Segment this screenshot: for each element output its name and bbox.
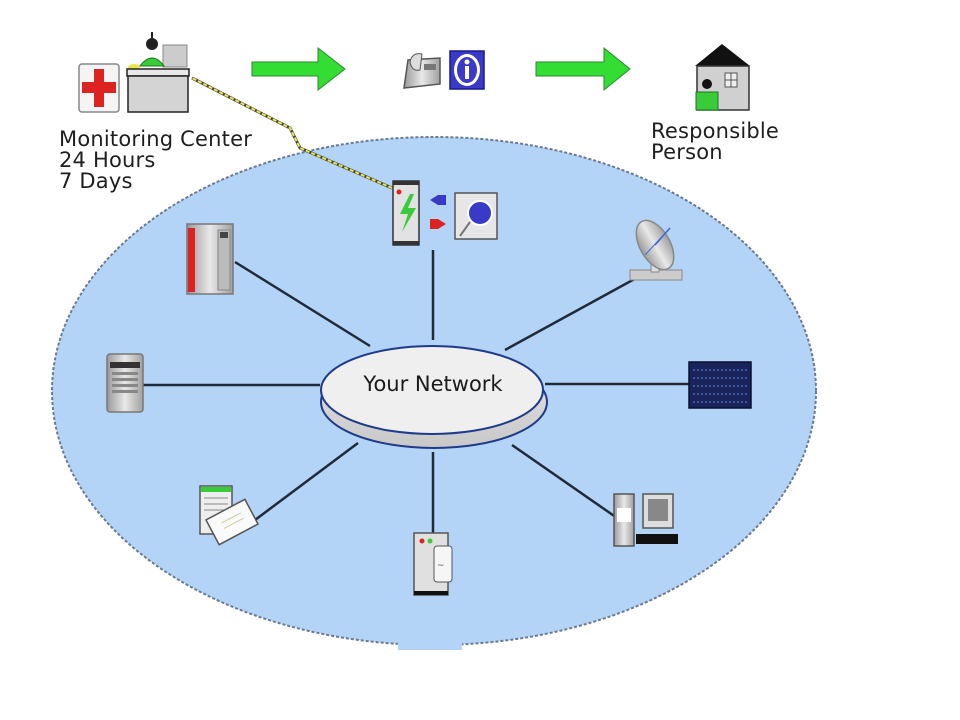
svg-text:~: ~: [437, 561, 445, 571]
mail-server-icon: [199, 485, 260, 546]
telephone-icon: [403, 53, 441, 89]
network-links: [143, 250, 690, 535]
arrow-right-icon: [251, 46, 346, 92]
info-icon: [449, 50, 485, 90]
first-aid-cross-icon: [78, 63, 120, 113]
fax-server-icon: ~: [413, 532, 453, 596]
network-switch-icon: [688, 361, 752, 409]
monitoring-center-label: Monitoring Center 24 Hours 7 Days: [59, 129, 252, 192]
satellite-dish-icon: [629, 219, 683, 281]
server-tower-icon: [106, 353, 144, 413]
link-mail-server: [254, 441, 359, 522]
responsible-person-line-1: Responsible: [651, 119, 780, 143]
alert-link: [191, 76, 393, 190]
hub-label: Your Network: [363, 372, 503, 396]
mainframe-icon: [186, 223, 234, 295]
monitoring-agent-icon: [392, 180, 498, 246]
responsible-person-line-2: Person: [651, 140, 723, 164]
operator-desk-icon: [126, 32, 190, 113]
link-satellite: [504, 274, 641, 352]
monitoring-center-line-1: Monitoring Center: [59, 127, 253, 151]
link-mainframe: [234, 260, 371, 348]
link-workstation: [511, 443, 621, 522]
arrow-right-icon: [535, 46, 631, 92]
monitoring-center-line-3: 7 Days: [59, 169, 133, 193]
workstation-icon: [613, 493, 678, 547]
house-person-icon: [695, 44, 750, 111]
network-area-tab: [398, 643, 462, 650]
monitoring-center-line-2: 24 Hours: [59, 148, 156, 172]
responsible-person-label: Responsible Person: [651, 121, 779, 163]
hub-your-network: [320, 345, 548, 449]
